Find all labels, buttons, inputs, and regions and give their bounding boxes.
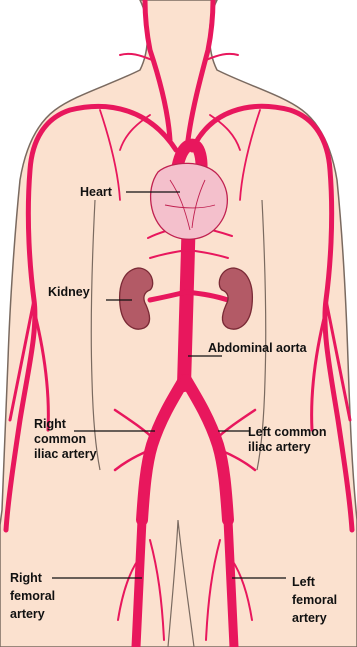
- left-femoral-line-2: femoral: [292, 593, 337, 607]
- right-femoral-artery: [136, 520, 142, 647]
- abdominal-aorta-label: Abdominal aorta: [208, 341, 308, 355]
- right-femoral-line-1: Right: [10, 571, 43, 585]
- right-common-iliac-line-2: common: [34, 432, 86, 446]
- heart-label: Heart: [80, 185, 113, 199]
- left-femoral-line-3: artery: [292, 611, 327, 625]
- kidney-label: Kidney: [48, 285, 90, 299]
- heart: [151, 163, 228, 239]
- heart-shape: [151, 163, 228, 239]
- left-common-iliac-line-2: iliac artery: [248, 440, 311, 454]
- left-femoral-line-1: Left: [292, 575, 316, 589]
- right-common-iliac-line-3: iliac artery: [34, 447, 97, 461]
- right-common-iliac-line-1: Right: [34, 417, 67, 431]
- right-femoral-line-2: femoral: [10, 589, 55, 603]
- right-femoral-line-3: artery: [10, 607, 45, 621]
- left-femoral-artery: [228, 520, 234, 647]
- left-common-iliac-line-1: Left common: [248, 425, 326, 439]
